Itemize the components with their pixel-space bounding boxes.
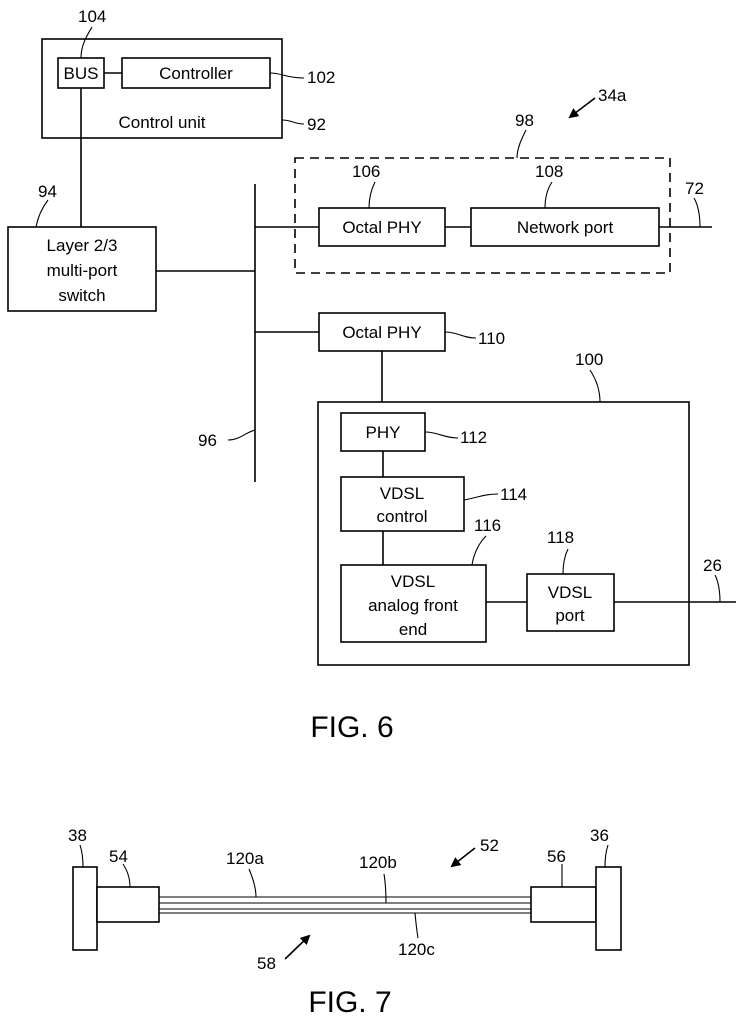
octal-phy-2-label: Octal PHY (342, 323, 421, 342)
left-connector (97, 887, 159, 922)
arrow-52 (452, 848, 475, 866)
ref-56: 56 (547, 847, 566, 866)
vdsl-control-label-line2: control (376, 507, 427, 526)
ref-leader-100 (590, 370, 600, 402)
right-connector (531, 887, 596, 922)
ref-114: 114 (500, 485, 527, 504)
control-unit-label: Control unit (119, 113, 206, 132)
ref-leader-26 (715, 575, 720, 602)
ref-52: 52 (480, 836, 499, 855)
switch-label-line2: multi-port (47, 261, 118, 280)
ref-112: 112 (460, 428, 487, 447)
vdsl-port-label-line2: port (555, 606, 585, 625)
ref-94: 94 (38, 182, 57, 201)
fig7: 38 54 56 36 120a 120b 120c 52 58 (68, 826, 621, 1019)
right-end-plate (596, 867, 621, 950)
arrow-58 (285, 936, 309, 959)
controller-label: Controller (159, 64, 233, 83)
ref-98: 98 (515, 111, 534, 130)
ref-leader-120b (384, 874, 386, 903)
ref-36: 36 (590, 826, 609, 845)
ref-106: 106 (352, 162, 380, 181)
ref-120a: 120a (226, 849, 264, 868)
ref-leader-120c (415, 913, 418, 938)
switch-label-line3: switch (58, 286, 105, 305)
ref-92: 92 (307, 115, 326, 134)
vdsl-afe-label-line2: analog front (368, 596, 458, 615)
switch-label-line1: Layer 2/3 (47, 236, 118, 255)
ref-leader-98 (517, 130, 526, 158)
ref-leader-38 (80, 845, 83, 867)
phy-label: PHY (366, 423, 401, 442)
ref-leader-96 (228, 430, 255, 440)
vdsl-control-label-line1: VDSL (380, 484, 424, 503)
ref-leader-36 (605, 845, 608, 867)
ref-58: 58 (257, 954, 276, 973)
ref-leader-72 (694, 198, 700, 227)
network-port-label: Network port (517, 218, 614, 237)
left-end-plate (73, 867, 97, 950)
ref-leader-120a (249, 869, 256, 897)
ref-118: 118 (547, 528, 574, 547)
ref-72: 72 (685, 179, 704, 198)
ref-38: 38 (68, 826, 87, 845)
ref-54: 54 (109, 847, 128, 866)
ref-34a: 34a (598, 86, 627, 105)
fig7-title: FIG. 7 (308, 986, 391, 1019)
ref-leader-110 (445, 332, 476, 338)
ref-120b: 120b (359, 853, 397, 872)
ref-leader-92 (282, 120, 304, 124)
ref-96: 96 (198, 431, 217, 450)
ref-leader-108 (545, 182, 552, 208)
ref-102: 102 (307, 68, 335, 87)
fig6: Control unit 92 BUS 104 Controller 102 L… (8, 7, 736, 744)
bus-label: BUS (64, 64, 99, 83)
ref-104: 104 (78, 7, 106, 26)
arrow-34a (570, 98, 595, 117)
ref-120c: 120c (398, 940, 435, 959)
vdsl-port-label-line1: VDSL (548, 583, 592, 602)
ref-100: 100 (575, 350, 603, 369)
fig6-title: FIG. 6 (310, 711, 393, 744)
ref-116: 116 (474, 516, 501, 535)
ref-leader-106 (369, 182, 375, 208)
ref-leader-54 (123, 864, 130, 887)
ref-108: 108 (535, 162, 563, 181)
octal-phy-1-label: Octal PHY (342, 218, 421, 237)
vdsl-afe-label-line1: VDSL (391, 572, 435, 591)
vdsl-afe-label-line3: end (399, 620, 427, 639)
ref-110: 110 (478, 329, 505, 348)
ref-26: 26 (703, 556, 722, 575)
ref-leader-94 (36, 200, 48, 227)
